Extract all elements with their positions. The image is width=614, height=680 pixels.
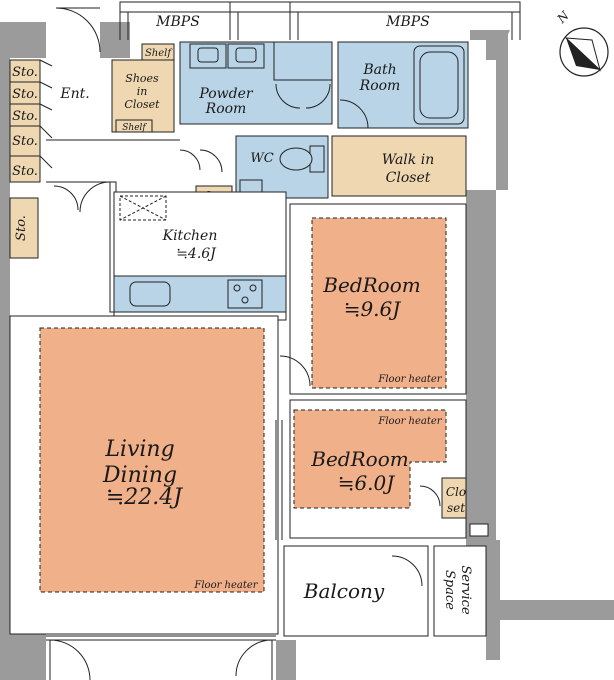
north-label: N [554, 8, 572, 26]
shelf-label-top: Shelf [145, 48, 173, 59]
closet-line2: set [447, 501, 465, 515]
closet-line1: Clo [446, 485, 466, 499]
kitchen-label: Kitchen [162, 228, 218, 244]
living-dining [9, 315, 283, 635]
service-space-line1: Service [458, 565, 473, 615]
storage-label-3: Sto. [12, 109, 38, 124]
service-space-line2: Space [442, 570, 457, 610]
exterior-walls [0, 22, 614, 680]
bedroom1-floor-heater: Floor heater [377, 374, 442, 385]
bedroom-1 [279, 203, 467, 395]
bedroom2-label: BedRoom [310, 447, 408, 471]
storage-label-4: Sto. [12, 134, 38, 149]
storage-column [9, 59, 53, 259]
north-compass-icon [559, 27, 609, 77]
shoes-closet-line3: Closet [124, 98, 160, 111]
bedroom1-label: BedRoom [322, 273, 420, 297]
walk-in-closet-line1: Walk in [382, 152, 434, 168]
balcony [283, 523, 489, 637]
entrance-door [55, 7, 101, 53]
living-window [46, 635, 276, 680]
living-dining-line2: Dining [102, 463, 177, 488]
storage-label-6: Sto. [14, 215, 29, 241]
bath-room-line2: Room [359, 78, 401, 94]
bedroom-2 [289, 399, 467, 539]
storage-label-2: Sto. [12, 87, 38, 102]
shoes-closet [111, 43, 175, 133]
bedroom2-size: ≒6.0J [338, 471, 396, 495]
bath-room [337, 41, 469, 129]
mbps-label-left: MBPS [155, 14, 200, 30]
walk-in-closet-line2: Closet [386, 170, 431, 186]
mbps-label-right: MBPS [385, 14, 430, 30]
mbps-railings [119, 1, 521, 40]
bath-room-line1: Bath [362, 62, 396, 78]
corridor-partitions [46, 139, 180, 313]
storage-label-1: Sto. [12, 65, 38, 80]
powder-room-line2: Room [205, 101, 247, 117]
powder-room [179, 41, 333, 125]
entrance-label: Ent. [59, 86, 89, 102]
wc-room [235, 135, 329, 199]
living-dining-size: ≒22.4J [106, 485, 183, 510]
kitchen-size: ≒4.6J [176, 246, 217, 262]
storage-label-5: Sto. [12, 164, 38, 179]
bedroom2-floor-heater: Floor heater [377, 416, 442, 427]
wc-label: WC [250, 151, 273, 166]
shelf-label-bottom: Shelf [122, 123, 147, 133]
balcony-label: Balcony [303, 579, 385, 603]
bedroom1-size: ≒9.6J [344, 297, 402, 321]
powder-room-line1: Powder [198, 86, 254, 102]
living-floor-heater: Floor heater [193, 580, 258, 591]
shoes-closet-line1: Shoes [125, 72, 159, 85]
kitchen [113, 191, 287, 321]
walk-in-closet [331, 135, 467, 197]
shoes-closet-line2: in [137, 85, 148, 98]
living-dining-line1: Living [104, 437, 174, 462]
